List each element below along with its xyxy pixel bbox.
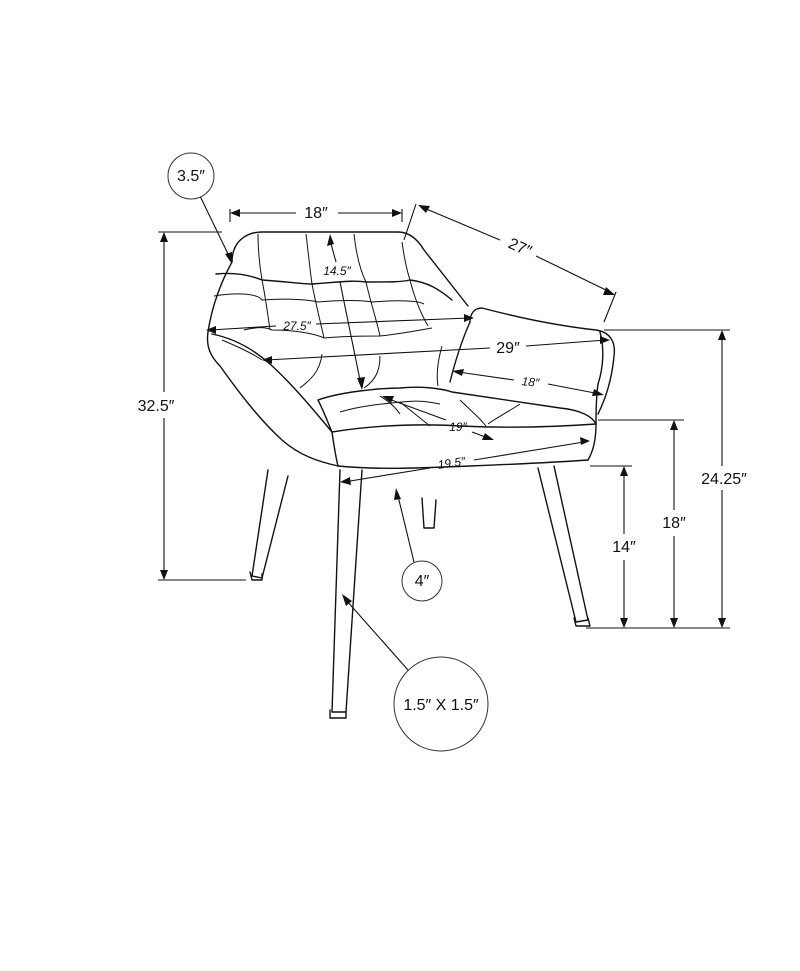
- callout-circle-arm: [167, 152, 215, 200]
- dim-label-inner-back-width: 27.5″: [282, 319, 311, 333]
- dim-label-overall-width: 29″: [496, 340, 520, 357]
- dim-label-leg-height: 14″: [612, 539, 636, 556]
- dim-label-arm-height: 24.25″: [701, 471, 747, 488]
- dim-label-leg-size: 1.5″ X 1.5″: [403, 697, 479, 714]
- dim-label-overall-depth: 27″: [506, 235, 535, 260]
- dim-label-overall-height: 32.5″: [138, 398, 175, 415]
- callout-circle-seat-thickness: [401, 560, 443, 602]
- dim-label-arm-inner-depth: 18″: [521, 374, 541, 390]
- dim-label-seat-thickness: 4″: [415, 573, 430, 590]
- chair-outline: [206, 231, 616, 719]
- callout-circle-leg: [393, 656, 489, 752]
- dim-label-back-height: 14.5″: [323, 264, 351, 278]
- dim-label-seat-depth: 19″: [449, 420, 467, 434]
- dim-label-arm-top: 3.5″: [177, 168, 205, 185]
- dimension-lines: [158, 195, 730, 671]
- dim-label-seat-depth-top: 18″: [304, 205, 328, 222]
- dim-label-seat-height: 18″: [662, 515, 686, 532]
- dim-label-seat-width: 19.5″: [437, 454, 467, 472]
